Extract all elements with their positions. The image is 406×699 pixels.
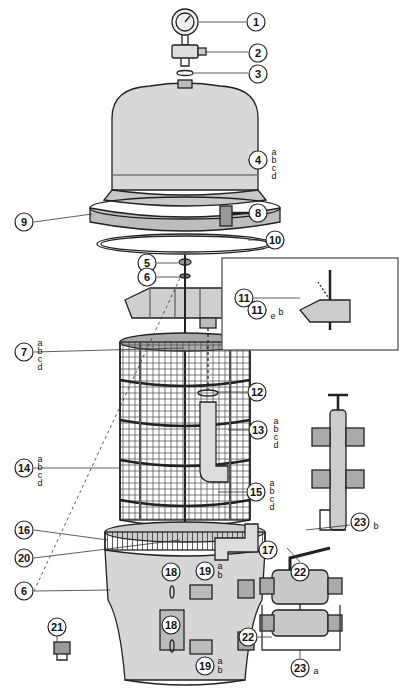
variant-letter: a xyxy=(313,667,318,676)
callout-circle xyxy=(249,151,267,169)
callout-circle xyxy=(15,343,33,361)
variant-letter: a xyxy=(217,657,222,666)
callout-circle xyxy=(239,628,257,646)
variant-letter: b xyxy=(217,571,222,580)
callout-number: 18 xyxy=(165,620,177,631)
callout-circle xyxy=(15,521,33,539)
callout-number: 22 xyxy=(242,632,254,643)
callout-circle xyxy=(162,616,180,634)
callout-circle xyxy=(15,213,33,231)
variant-letter: e xyxy=(270,312,275,321)
callout-number: 23 xyxy=(354,517,366,528)
variant-letter: d xyxy=(273,441,278,450)
variant-letter: a xyxy=(217,562,222,571)
callout-number: 1 xyxy=(253,17,259,28)
callout-circle xyxy=(259,541,277,559)
callout-number: 17 xyxy=(262,545,274,556)
callout-number: 11 xyxy=(238,293,250,304)
callout-number: 7 xyxy=(21,347,27,358)
variant-letter: d xyxy=(269,503,274,512)
callout-number: 13 xyxy=(252,425,264,436)
variant-letter: b xyxy=(217,666,222,675)
callout-circle xyxy=(15,459,33,477)
callout-number: 20 xyxy=(18,553,30,564)
callout-number: 9 xyxy=(21,217,27,228)
callout-circle xyxy=(248,301,266,319)
variant-letter: b xyxy=(373,522,378,531)
variant-letter: d xyxy=(37,363,42,372)
callout-number: 18 xyxy=(165,567,177,578)
callout-circle xyxy=(15,582,33,600)
callout-number: 3 xyxy=(255,69,261,80)
callout-number: 22 xyxy=(294,567,306,578)
callout-number: 8 xyxy=(255,208,261,219)
callout-circle xyxy=(291,659,309,677)
callout-circle xyxy=(248,383,266,401)
variant-letter: b xyxy=(278,308,283,317)
callout-circle xyxy=(48,618,66,636)
callout-circle xyxy=(196,562,214,580)
callout-circle xyxy=(15,549,33,567)
callout-number: 11 xyxy=(251,305,263,316)
callout-number: 5 xyxy=(144,258,150,269)
callout-circle xyxy=(247,483,265,501)
variant-letter: d xyxy=(271,172,276,181)
callout-number: 15 xyxy=(250,487,262,498)
callout-number: 4 xyxy=(255,155,261,166)
callout-circle xyxy=(162,563,180,581)
callout-circle xyxy=(196,657,214,675)
callout-circle xyxy=(351,513,369,531)
callout-number: 16 xyxy=(18,525,30,536)
callout-circle xyxy=(266,231,284,249)
callout-number: 21 xyxy=(51,622,63,633)
callout-circle xyxy=(249,204,267,222)
callout-number: 6 xyxy=(21,586,27,597)
callout-number: 12 xyxy=(251,387,263,398)
callout-number: 2 xyxy=(255,48,261,59)
callout-circle xyxy=(138,268,156,286)
variant-letter: d xyxy=(37,479,42,488)
callout-circle xyxy=(291,563,309,581)
callout-number: 6 xyxy=(144,272,150,283)
callout-circle xyxy=(249,44,267,62)
callout-number: 14 xyxy=(18,463,30,474)
callout-circle xyxy=(249,421,267,439)
callout-number: 19 xyxy=(199,661,211,672)
callout-circle xyxy=(247,13,265,31)
callout-number: 23 xyxy=(294,663,306,674)
callout-circle xyxy=(249,65,267,83)
callout-number: 19 xyxy=(199,566,211,577)
callout-number: 10 xyxy=(269,235,281,246)
